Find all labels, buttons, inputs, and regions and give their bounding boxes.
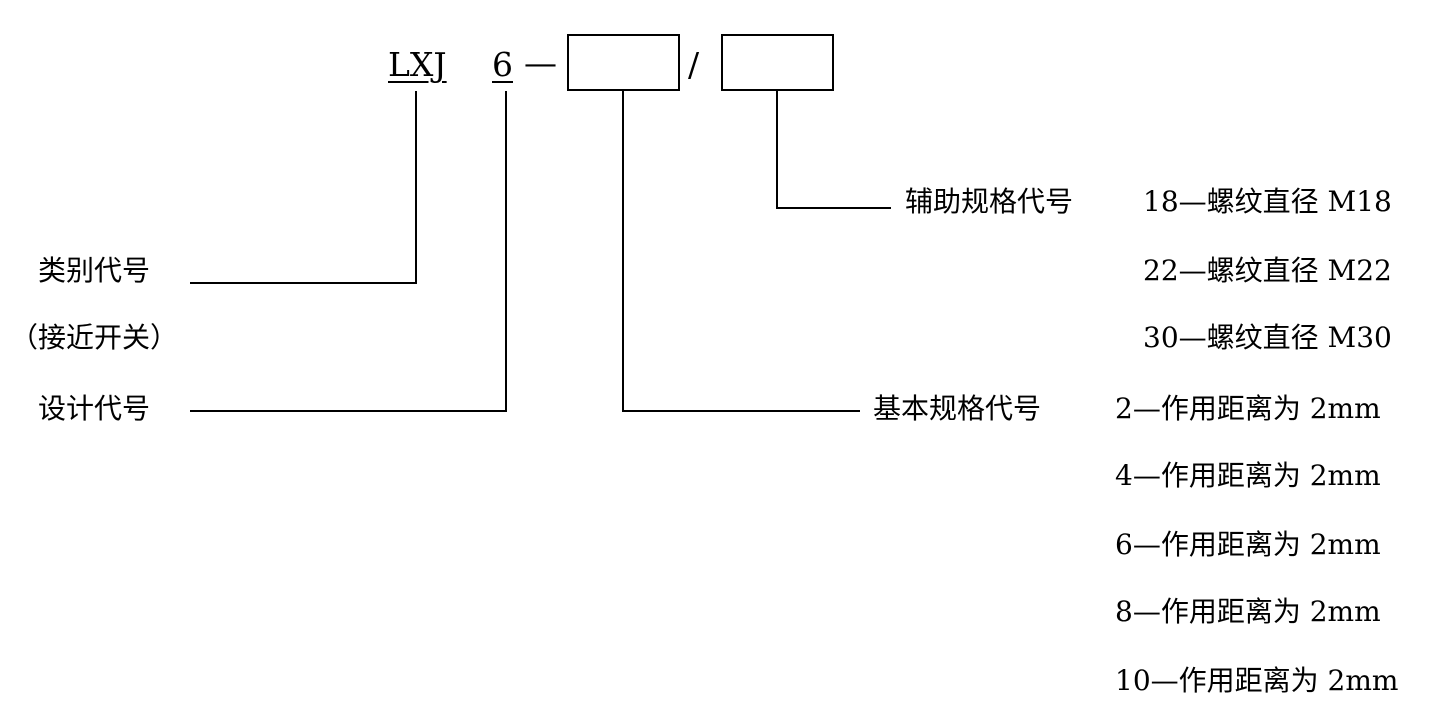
basic-item: 10—作用距离为 2mm	[1115, 664, 1399, 697]
code-slash: /	[688, 45, 700, 84]
auxiliary-spec-box	[721, 34, 834, 91]
basic-connector-vertical	[622, 91, 624, 412]
category-connector-vertical	[415, 91, 417, 284]
category-note: （接近开关）	[10, 321, 179, 354]
design-code: 6	[492, 45, 513, 84]
design-connector-horizontal	[190, 410, 507, 412]
category-code: LXJ	[388, 45, 447, 84]
basic-item: 6—作用距离为 2mm	[1115, 528, 1381, 561]
basic-spec-box	[567, 34, 680, 91]
basic-item: 2—作用距离为 2mm	[1115, 392, 1381, 425]
basic-item: 4—作用距离为 2mm	[1115, 459, 1381, 492]
code-dash: —	[524, 43, 557, 82]
design-connector-vertical	[505, 91, 507, 412]
auxiliary-connector-horizontal	[776, 207, 891, 209]
basic-title: 基本规格代号	[873, 392, 1042, 425]
category-label: 类别代号	[38, 254, 151, 287]
auxiliary-item: 30—螺纹直径 M30	[1143, 321, 1392, 354]
basic-item: 8—作用距离为 2mm	[1115, 595, 1381, 628]
basic-connector-horizontal	[622, 410, 860, 412]
category-connector-horizontal	[190, 282, 417, 284]
auxiliary-title: 辅助规格代号	[905, 185, 1074, 218]
design-label: 设计代号	[38, 392, 151, 425]
auxiliary-item: 22—螺纹直径 M22	[1143, 254, 1392, 287]
auxiliary-item: 18—螺纹直径 M18	[1143, 185, 1392, 218]
auxiliary-connector-vertical	[776, 91, 778, 209]
